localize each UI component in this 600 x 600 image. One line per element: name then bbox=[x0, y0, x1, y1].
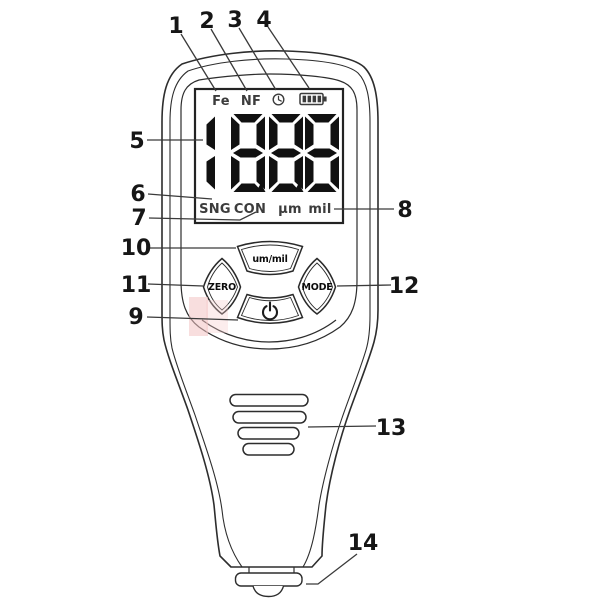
control-panel-bezel bbox=[180, 73, 358, 350]
button-cluster: um/mil ZERO MODE bbox=[202, 240, 337, 324]
um-mil-button bbox=[236, 240, 304, 276]
mode-button-label: MODE bbox=[301, 282, 332, 293]
leader-line-1 bbox=[180, 33, 217, 92]
body-seam-line bbox=[169, 58, 371, 568]
callout-3: 3 bbox=[227, 8, 242, 33]
power-icon bbox=[262, 301, 278, 321]
lcd-digits-1888 bbox=[206, 114, 339, 192]
um-unit-label: µm bbox=[278, 202, 302, 217]
leader-line-3 bbox=[238, 27, 277, 91]
leader-line-2 bbox=[210, 28, 248, 92]
grip-ridges bbox=[229, 393, 309, 456]
leader-line-9 bbox=[146, 316, 239, 321]
mil-unit-label: mil bbox=[308, 202, 331, 217]
callout-8: 8 bbox=[397, 198, 412, 223]
clock-icon bbox=[272, 93, 285, 106]
leader-line-4 bbox=[267, 26, 310, 89]
leader-line-14 bbox=[306, 553, 358, 585]
grip-ridge bbox=[237, 426, 300, 440]
callout-12: 12 bbox=[389, 274, 420, 299]
con-mode-label: CON bbox=[234, 202, 266, 217]
callout-5: 5 bbox=[129, 129, 144, 154]
callout-7: 7 bbox=[131, 206, 146, 231]
callout-1: 1 bbox=[168, 14, 183, 39]
probe-collar bbox=[234, 572, 303, 587]
leader-line-11 bbox=[147, 283, 204, 287]
leader-line-12 bbox=[336, 284, 392, 287]
callout-11: 11 bbox=[121, 273, 152, 298]
zero-button-label: ZERO bbox=[208, 282, 236, 293]
sng-mode-label: SNG bbox=[199, 202, 231, 217]
mode-button-inner-line bbox=[302, 262, 333, 311]
probe-assembly bbox=[234, 567, 303, 598]
fe-indicator: Fe bbox=[212, 94, 230, 109]
um-mil-button-label: um/mil bbox=[252, 254, 287, 265]
grip-ridge bbox=[242, 442, 295, 456]
um-mil-button-inner-line bbox=[240, 244, 300, 272]
nf-indicator: NF bbox=[241, 94, 261, 109]
callout-4: 4 bbox=[256, 8, 271, 33]
leader-line-13 bbox=[307, 425, 377, 428]
probe-tip bbox=[252, 585, 285, 598]
callout-2: 2 bbox=[199, 9, 214, 34]
zero-button-inner-line bbox=[207, 262, 238, 311]
leader-line-7 bbox=[148, 211, 257, 221]
callout-13: 13 bbox=[376, 416, 407, 441]
callout-10: 10 bbox=[121, 236, 152, 261]
leader-line-6 bbox=[147, 193, 213, 200]
callout-numbers: 1 2 3 4 5 6 7 8 9 10 11 12 13 14 bbox=[121, 8, 420, 556]
callout-9: 9 bbox=[128, 305, 143, 330]
watermark bbox=[189, 297, 228, 336]
bezel-inner-arc bbox=[201, 319, 337, 343]
callout-14: 14 bbox=[348, 531, 379, 556]
battery-icon bbox=[299, 92, 327, 106]
grip-ridge bbox=[232, 410, 307, 424]
leader-lines bbox=[146, 26, 394, 585]
power-button-inner-line bbox=[240, 296, 300, 321]
callout-6: 6 bbox=[130, 182, 145, 207]
grip-ridge bbox=[229, 393, 309, 407]
lcd-display: Fe NF SNG CON µm mil bbox=[193, 87, 345, 225]
